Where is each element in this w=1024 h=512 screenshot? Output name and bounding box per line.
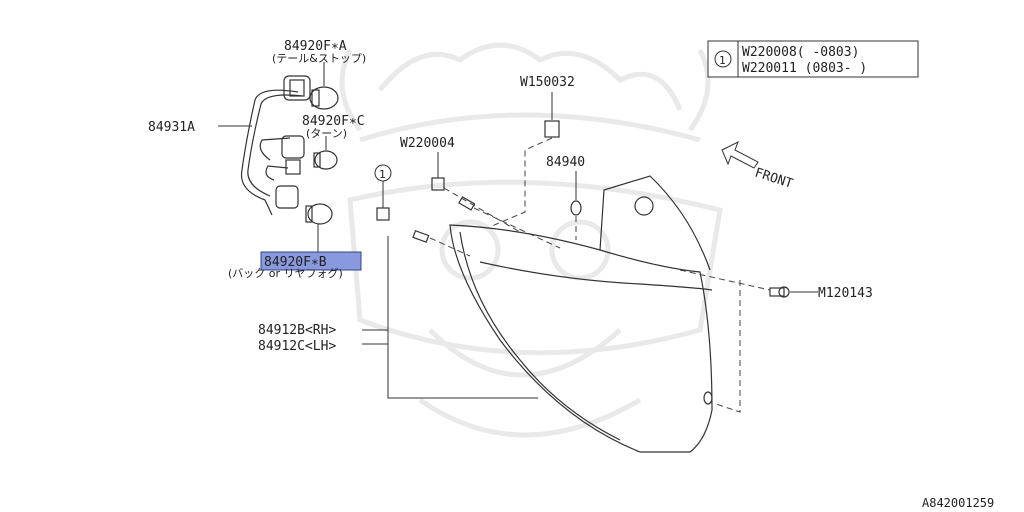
label-84920f-a: 84920F∗A: [284, 39, 347, 54]
label-w150032: W150032: [520, 75, 575, 90]
label-84912b-rh: 84912B<RH>: [258, 323, 336, 338]
label-84940: 84940: [546, 155, 585, 170]
label-84931a: 84931A: [148, 120, 195, 135]
label-84920f-b: 84920F∗B: [264, 255, 327, 270]
wiring-harness: [240, 75, 339, 225]
tail-lamp-assembly: [449, 175, 713, 453]
label-84912c-lh: 84912C<LH>: [258, 339, 336, 354]
top-clip-part: [544, 120, 560, 138]
socket-top: [283, 75, 311, 101]
legend-marker-circle: [714, 50, 732, 68]
screw-clip-part: [431, 177, 445, 191]
label-84920f-b-desc: (バック or リヤフォグ): [228, 266, 343, 280]
callout-number-1: 1: [379, 168, 386, 181]
label-84920f-a-desc: (テール&ストップ): [272, 52, 366, 65]
socket-middle: [281, 135, 305, 159]
legend-box: 1 W220008( -0803) W220011 (0803- ): [707, 40, 919, 78]
front-label: FRONT: [753, 166, 795, 192]
screws: [412, 196, 790, 298]
highlight-84920f-b: [260, 251, 362, 271]
bulb-c: [314, 150, 338, 170]
label-84920f-c-desc: (ターン): [306, 127, 347, 140]
legend-marker-number: 1: [719, 54, 726, 67]
clip-part: [376, 207, 390, 221]
legend-row-1: W220008( -0803): [742, 45, 859, 60]
diagram-code: A842001259: [922, 496, 994, 510]
bulb-b: [307, 203, 333, 225]
grommet-part: [570, 200, 582, 216]
front-direction-arrow: FRONT: [721, 140, 795, 192]
label-84920f-c: 84920F∗C: [302, 114, 365, 129]
bulb-a: [309, 86, 339, 110]
legend-row-2: W220011 (0803- ): [742, 61, 867, 76]
socket-bottom: [275, 185, 299, 209]
label-w220004: W220004: [400, 136, 455, 151]
label-m120143: M120143: [818, 286, 873, 301]
